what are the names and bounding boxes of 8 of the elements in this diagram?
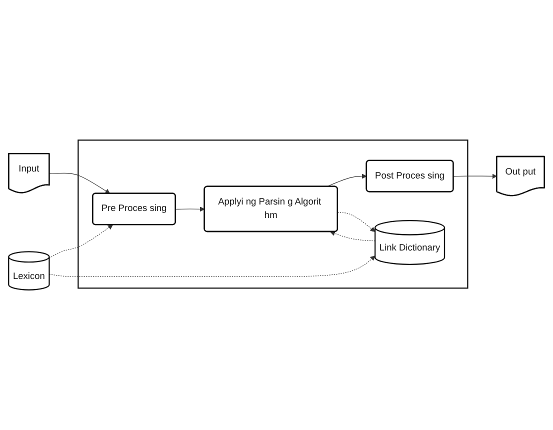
arrow [49, 172, 110, 194]
arrow [48, 224, 113, 259]
arrow [337, 212, 376, 232]
cluster [78, 140, 468, 289]
arrow [175, 206, 205, 212]
arrow [330, 231, 376, 242]
arrow [48, 256, 376, 277]
arrow [453, 174, 498, 179]
